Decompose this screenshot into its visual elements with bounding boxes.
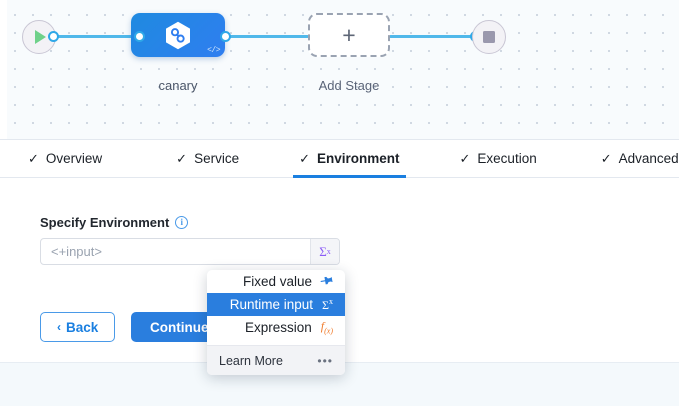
stage-label-add-stage: Add Stage — [318, 78, 380, 93]
tab-label: Advanced — [618, 151, 679, 166]
form-button-row: ‹ Back Continue — [40, 312, 228, 342]
check-icon: ✓ — [299, 150, 310, 166]
input-type-dropdown: Fixed value Runtime input Σx Expression … — [207, 270, 345, 375]
dropdown-learn-more[interactable]: Learn More ••• — [207, 345, 345, 375]
tab-overview[interactable]: ✓ Overview — [22, 140, 108, 177]
back-button-label: Back — [66, 319, 99, 335]
play-icon — [35, 30, 46, 44]
tab-label: Service — [194, 151, 240, 166]
fx-sub: (x) — [324, 326, 333, 336]
sigma-sup: x — [326, 247, 331, 256]
specify-environment-label: Specify Environment i — [40, 215, 189, 230]
dropdown-item-fixed-value[interactable]: Fixed value — [207, 270, 345, 293]
info-icon[interactable]: i — [175, 216, 189, 229]
connector-dot-canary-in[interactable] — [134, 31, 145, 42]
stop-icon — [483, 31, 495, 43]
environment-input[interactable] — [41, 239, 310, 264]
connector-dot-start-out[interactable] — [48, 31, 59, 42]
tab-advanced[interactable]: ✓ Advanced — [595, 140, 679, 177]
add-stage-node[interactable]: + — [308, 13, 390, 57]
tab-service[interactable]: ✓ Service — [170, 140, 245, 177]
tab-label: Overview — [45, 151, 103, 166]
code-badge-icon: </> — [207, 46, 220, 55]
learn-more-label: Learn More — [219, 353, 283, 368]
stage-label-canary: canary — [158, 78, 198, 93]
sigma-glyph: Σ — [319, 243, 327, 259]
fx-glyph: f — [320, 319, 325, 334]
connector-dot-canary-out[interactable] — [220, 31, 231, 42]
environment-input-wrap[interactable]: Σx — [40, 238, 340, 265]
stage-node-canary[interactable]: </> — [131, 13, 225, 57]
step-tabbar: ✓ Overview ✓ Service ✓ Environment ✓ Exe… — [0, 140, 679, 178]
plus-icon: + — [342, 21, 356, 48]
ellipsis-icon: ••• — [317, 353, 333, 368]
check-icon: ✓ — [28, 150, 39, 166]
dropdown-item-label: Runtime input — [229, 297, 314, 312]
dropdown-item-runtime-input[interactable]: Runtime input Σx — [207, 293, 345, 316]
connector-wire-canary-to-add — [225, 35, 309, 38]
chevron-left-icon: ‹ — [57, 320, 61, 334]
field-label-text: Specify Environment — [40, 215, 170, 230]
connector-wire-add-to-stop — [389, 35, 475, 38]
pin-icon — [318, 272, 336, 291]
tab-execution[interactable]: ✓ Execution — [454, 140, 543, 177]
sigma-sup: x — [329, 296, 333, 306]
canvas-left-gutter — [0, 0, 7, 139]
dropdown-item-expression[interactable]: Expression f(x) — [207, 316, 345, 339]
connector-wire-start-to-canary — [54, 35, 140, 38]
hexagon-loop-icon — [165, 21, 191, 50]
back-button[interactable]: ‹ Back — [40, 312, 116, 342]
sigma-x-icon: Σx — [322, 297, 333, 313]
tab-environment[interactable]: ✓ Environment — [293, 140, 406, 178]
check-icon: ✓ — [459, 150, 471, 166]
pipeline-stop-node[interactable] — [472, 20, 506, 54]
fx-icon: f(x) — [321, 319, 333, 335]
sigma-glyph: Σ — [322, 297, 329, 312]
tab-label: Environment — [317, 151, 400, 166]
check-icon: ✓ — [600, 150, 612, 166]
tab-label: Execution — [477, 151, 537, 166]
check-icon: ✓ — [176, 150, 188, 166]
dropdown-item-label: Fixed value — [242, 274, 312, 289]
dropdown-item-label: Expression — [244, 320, 312, 335]
pipeline-canvas[interactable]: </> + canary Add Stage — [0, 0, 679, 140]
continue-button-label: Continue — [150, 319, 209, 335]
